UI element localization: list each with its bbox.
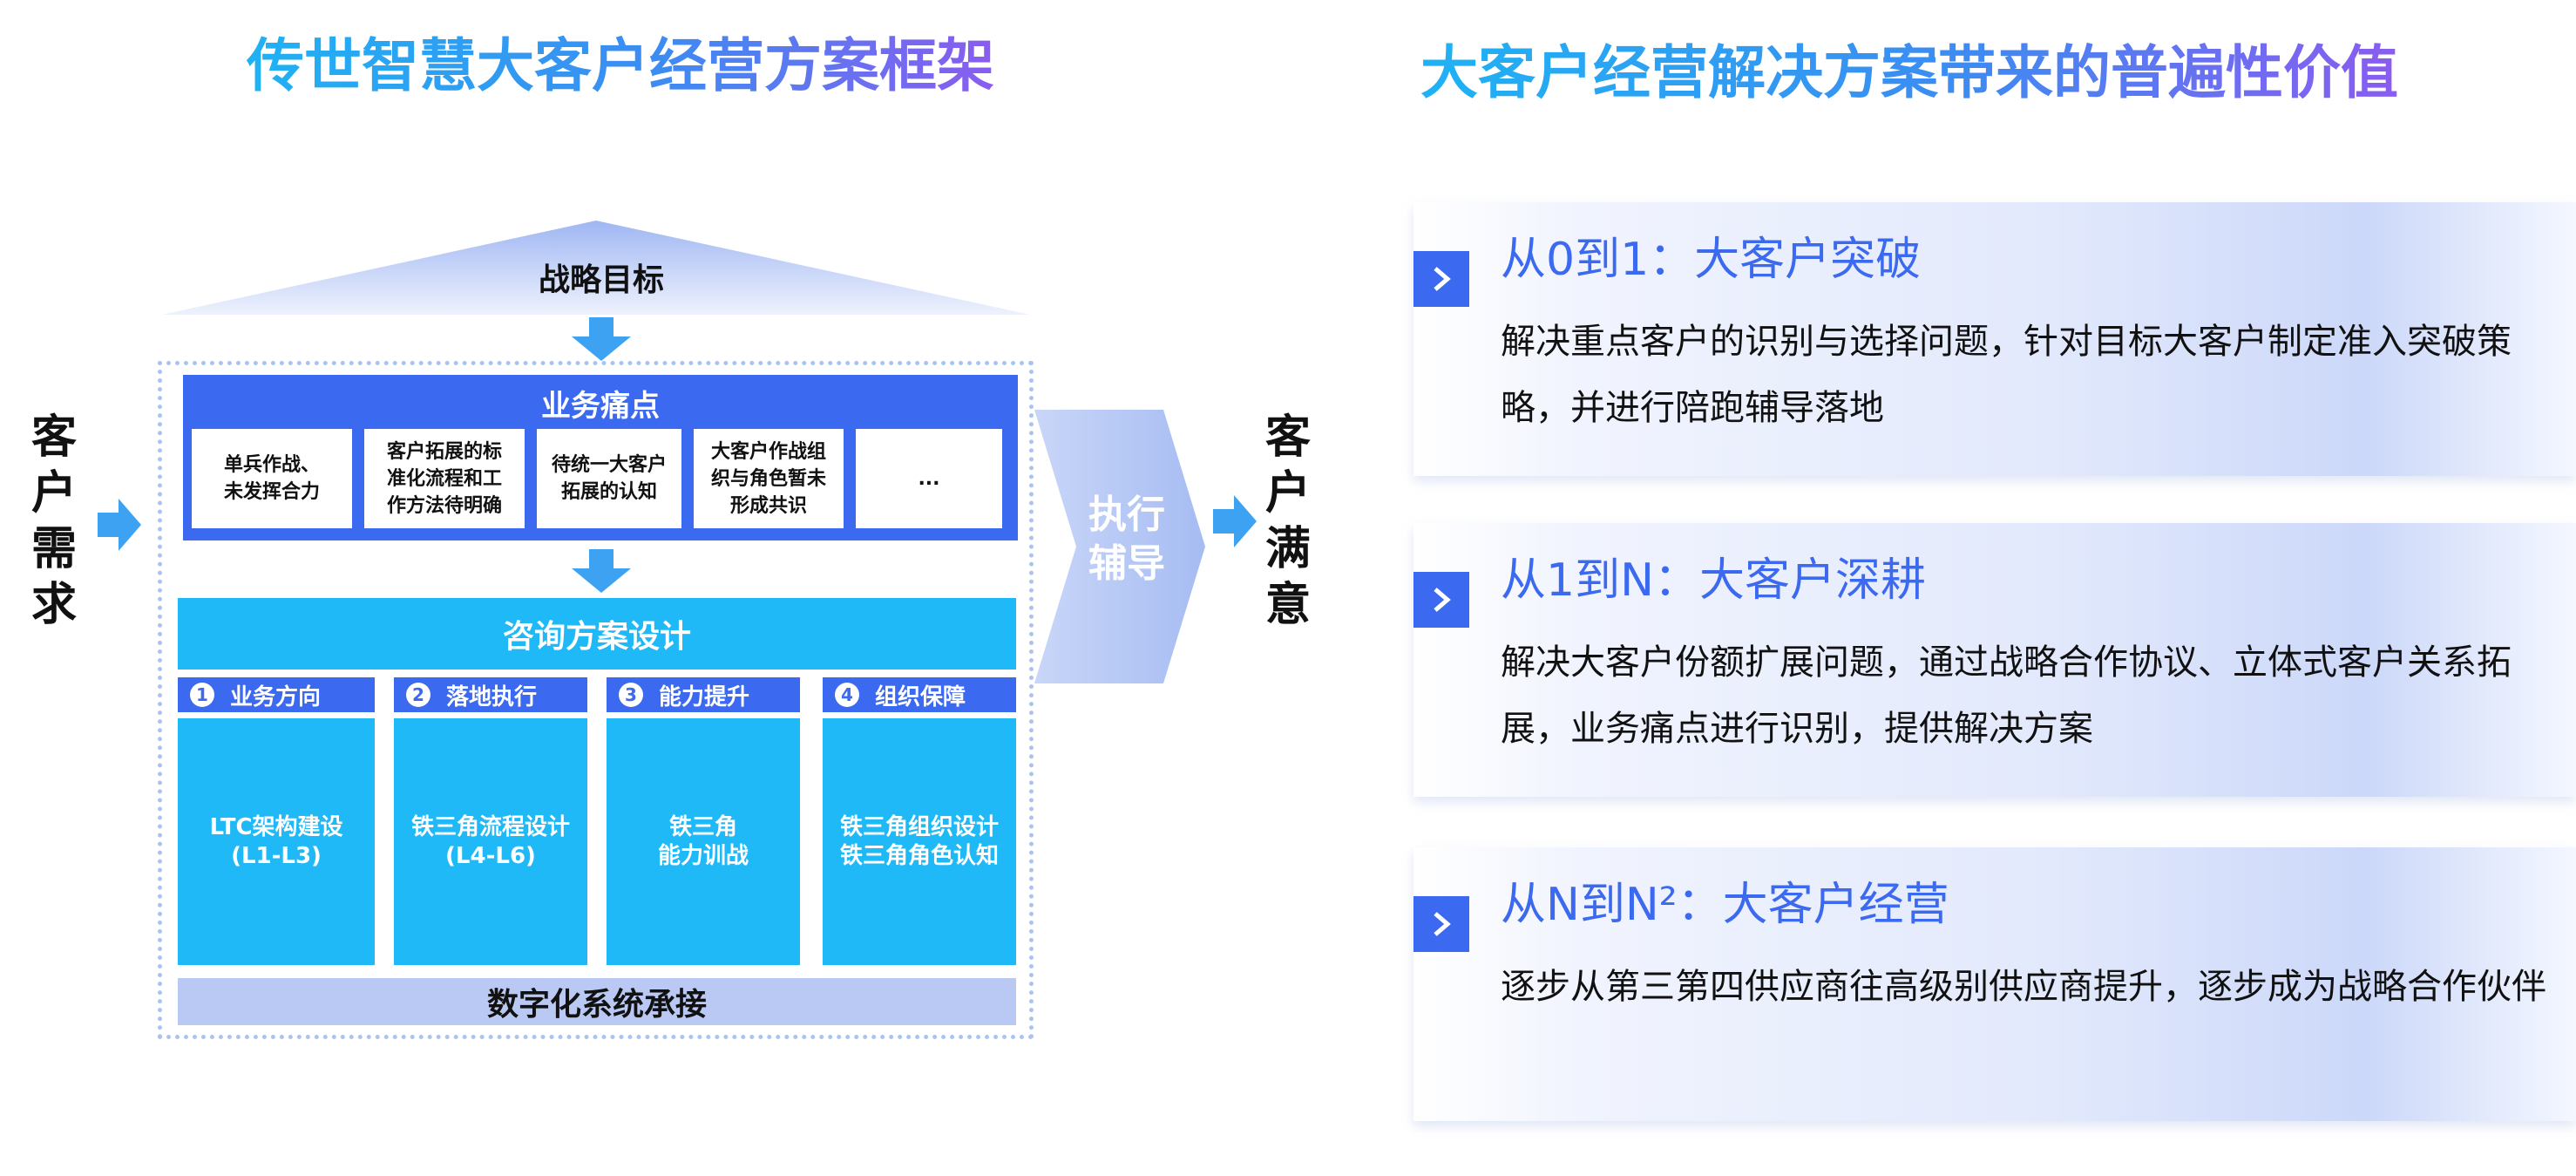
step-number-badge: 3 [619,683,643,707]
customer-demand-label: 客户需求 [31,411,77,631]
framework-frame [158,361,1034,1039]
roof-shape [162,221,1030,315]
column-body-execution: 铁三角流程设计(L4-L6) [394,718,587,965]
chevron-right-icon [1413,896,1469,952]
value-title: 大客户经营解决方案带来的普遍性价值 [1420,39,2398,106]
pain-point-box: 待统一大客户拓展的认知 [537,429,681,528]
arrow-right-icon [1213,495,1257,547]
value-description: 逐步从第三第四供应商往高级别供应商提升，逐步成为战略合作伙伴 [1501,967,2546,1007]
arrow-down-icon [572,549,631,593]
pain-points-title: 业务痛点 [541,389,660,424]
pain-point-box: 单兵作战、未发挥合力 [192,429,352,528]
pain-point-box: 客户拓展的标准化流程和工作方法待明确 [364,429,525,528]
strategic-goal-label: 战略目标 [538,262,664,298]
column-body-capability: 铁三角能力训战 [607,718,800,965]
value-description: 解决重点客户的识别与选择问题，针对目标大客户制定准入突破策略，并进行陪跑辅导落地 [1501,322,2512,428]
pain-point-box: ... [856,429,1002,528]
pain-point-box: 大客户作战组织与角色暂未形成共识 [694,429,844,528]
value-heading: 从0到1：大客户突破 [1501,234,1922,286]
step-number-badge: 1 [190,683,214,707]
digital-system-bar: 数字化系统承接 [178,978,1016,1025]
step-number-badge: 4 [835,683,859,707]
column-body-organization: 铁三角组织设计铁三角角色认知 [823,718,1016,965]
consulting-design-bar: 咨询方案设计 [178,598,1016,670]
arrow-right-icon [98,499,141,551]
column-body-business-direction: LTC架构建设(L1-L3) [178,718,375,965]
chevron-right-icon [1413,572,1469,628]
framework-title: 传世智慧大客户经营方案框架 [247,32,994,99]
pain-points-panel: 业务痛点 单兵作战、未发挥合力 客户拓展的标准化流程和工作方法待明确 待统一大客… [183,375,1018,540]
value-panel-0-to-1: 从0到1：大客户突破 解决重点客户的识别与选择问题，针对目标大客户制定准入突破策… [1413,202,2576,476]
customer-satisfaction-label: 客户满意 [1264,411,1311,631]
arrow-down-icon [572,317,631,361]
value-description: 解决大客户份额扩展问题，通过战略合作协议、立体式客户关系拓展，业务痛点进行识别，… [1501,642,2512,749]
execution-chevron [1034,410,1205,683]
chevron-right-icon [1413,251,1469,307]
value-panel-n-to-n2: 从N到N²：大客户经营 逐步从第三第四供应商往高级别供应商提升，逐步成为战略合作… [1413,847,2576,1121]
value-heading: 从N到N²：大客户经营 [1501,879,1949,931]
value-heading: 从1到N：大客户深耕 [1501,554,1926,607]
value-panel-1-to-n: 从1到N：大客户深耕 解决大客户份额扩展问题，通过战略合作协议、立体式客户关系拓… [1413,523,2576,797]
step-number-badge: 2 [406,683,430,707]
execution-coaching-label: 执行辅导 [1088,493,1165,586]
